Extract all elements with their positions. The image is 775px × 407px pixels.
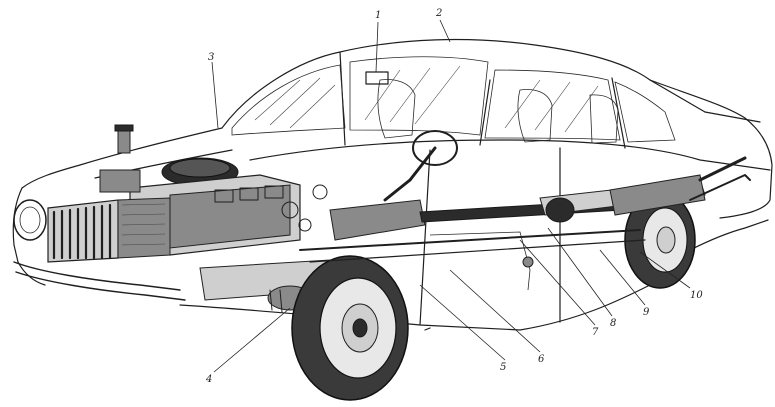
callout-label: 1 — [375, 10, 381, 21]
interior-seats — [377, 79, 619, 144]
steering-wheel — [383, 130, 458, 202]
fuel-tank-exhaust — [609, 156, 751, 216]
callout-label: 6 — [538, 354, 545, 365]
front-bumper — [13, 261, 186, 301]
callout-label: 8 — [610, 318, 616, 329]
callout-labels: 1 2 3 4 5 6 7 8 9 10 — [205, 8, 703, 385]
callout-label: 2 — [435, 8, 442, 19]
engine — [99, 124, 328, 256]
front-wheel — [291, 255, 409, 401]
callout-label: 4 — [205, 374, 212, 385]
headlight — [13, 199, 47, 241]
rear-view-mirror — [365, 71, 389, 85]
callout-leaders — [211, 19, 691, 373]
callout-label: 3 — [208, 52, 214, 63]
callout-label: 9 — [643, 307, 650, 318]
callout-label: 7 — [592, 327, 599, 338]
callout-label: 5 — [500, 362, 506, 373]
rear-wheel — [624, 191, 696, 289]
windows — [231, 56, 676, 143]
callout-label: 10 — [690, 290, 703, 301]
radiator-grille — [47, 197, 171, 263]
car-body-outline — [12, 38, 773, 331]
